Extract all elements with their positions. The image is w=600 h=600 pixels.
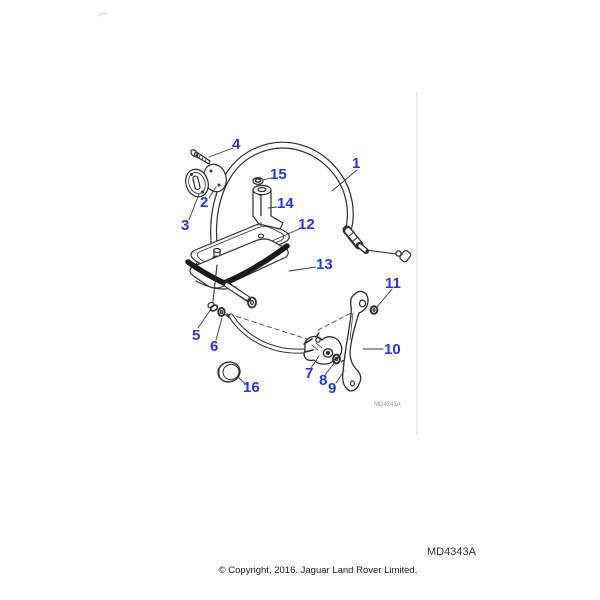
callout-1[interactable]: 1 [352,155,361,172]
part-11-washer [369,305,379,315]
part-10-lever-arm [341,290,369,392]
plate-rod-and-tube [212,264,257,309]
callout-13[interactable]: 13 [316,256,333,273]
page-artifact-mark [98,12,108,17]
callout-10[interactable]: 10 [384,341,401,358]
part-14-bracket [252,184,284,230]
callout-9[interactable]: 9 [328,380,337,397]
callout-12[interactable]: 12 [298,216,315,233]
part-3-slotted-disc [185,168,209,198]
callout-2[interactable]: 2 [200,194,209,211]
callout-6[interactable]: 6 [210,338,219,355]
callout-3[interactable]: 3 [181,217,190,234]
part-5-bolt [207,301,219,312]
diagram-frame-border [416,92,418,435]
copyright-text: © Copyright, 2016. Jaguar Land Rover Lim… [218,565,418,576]
part-16-plug [217,361,241,383]
callout-14[interactable]: 14 [277,195,294,212]
callout-16[interactable]: 16 [243,379,260,396]
diagram-code: MD4343A [427,546,476,558]
throttle-link-rod [228,313,307,354]
callout-8[interactable]: 8 [319,372,328,389]
callout-5[interactable]: 5 [192,327,201,344]
callout-7[interactable]: 7 [305,365,314,382]
part-7-clevis-lever [303,332,343,365]
part-15-nut [252,177,264,186]
callout-leader-lines [188,147,393,387]
callout-15[interactable]: 15 [270,166,287,183]
callout-4[interactable]: 4 [232,136,241,153]
part-1-cable [210,141,412,263]
part-4-screw [190,149,211,165]
callout-11[interactable]: 11 [385,275,401,292]
part-8-washer [332,353,341,365]
part-2-disc [203,163,227,193]
diagram-watermark: MD4343A [374,402,401,408]
